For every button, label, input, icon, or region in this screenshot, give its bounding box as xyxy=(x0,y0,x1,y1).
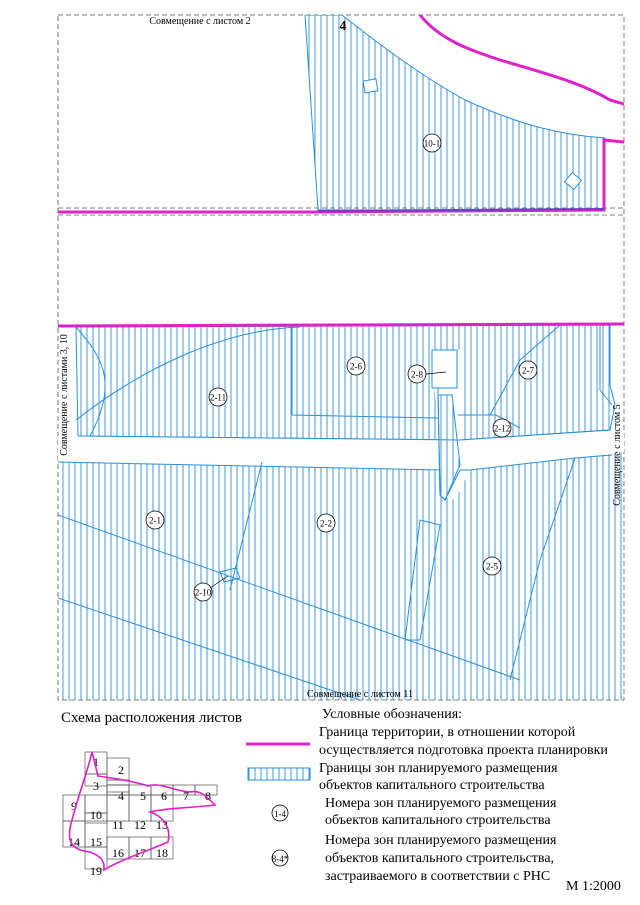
scheme-sheet-1: 1 xyxy=(93,755,99,769)
scheme-cell xyxy=(194,784,218,796)
match-label-top: Совмещение с листом 2 xyxy=(149,16,250,27)
svg-text:10-1: 10-1 xyxy=(424,139,441,149)
scheme-sheet-10: 10 xyxy=(90,808,102,822)
legend-boundary-text-2: осуществляется подготовка проекта планир… xyxy=(319,743,608,758)
scheme-sheet-15: 15 xyxy=(90,835,102,849)
zone-10-1-area xyxy=(304,15,606,211)
scheme-title: Схема расположения листов xyxy=(61,710,242,726)
legend-title: Условные обозначения: xyxy=(322,707,463,722)
zone-label-2-12: 2-12 xyxy=(492,418,512,438)
svg-text:8-4*: 8-4* xyxy=(272,854,289,864)
scheme-sheet-8: 8 xyxy=(205,789,211,803)
scheme-sheet-6: 6 xyxy=(161,789,167,803)
scheme-cell xyxy=(84,812,108,824)
scheme-cell xyxy=(150,836,174,860)
svg-text:2-5: 2-5 xyxy=(486,562,498,572)
legend-circle-symbol: 1-4 xyxy=(271,804,289,822)
zone-label-2-6: 2-6 xyxy=(346,356,366,376)
legend-circle-symbol-rns: 8-4* xyxy=(271,849,289,867)
zone-label-10-1: 10-1 xyxy=(422,133,442,153)
svg-text:2-1: 2-1 xyxy=(149,516,161,526)
scheme-sheet-3: 3 xyxy=(93,779,99,793)
building-square xyxy=(563,171,583,191)
match-label-left: Совмещение с листами 3, 10 xyxy=(59,334,70,456)
scheme-sheet-12: 12 xyxy=(134,818,146,832)
scheme-cell xyxy=(84,846,108,870)
zone-area-upper xyxy=(75,324,616,441)
legend-boundary-text-1: Граница территории, в отношении которой xyxy=(319,725,576,740)
zone-boundaries xyxy=(58,324,613,700)
scheme-sheet-14: 14 xyxy=(68,835,80,849)
scheme-sheet-19: 19 xyxy=(90,864,102,878)
svg-text:2-10: 2-10 xyxy=(195,588,212,598)
legend-numbers-text-2: объектов капитального строительства xyxy=(325,813,551,828)
zone-area-lower xyxy=(58,452,624,700)
scheme-sheet-7: 7 xyxy=(183,789,189,803)
zone-label-2-11: 2-11 xyxy=(208,387,228,407)
svg-text:2-11: 2-11 xyxy=(210,393,226,403)
zone-label-2-2: 2-2 xyxy=(316,513,336,533)
legend-zone-text-1: Границы зон планируемого размещения xyxy=(319,761,558,776)
zone-label-2-1: 2-1 xyxy=(145,510,165,530)
svg-text:2-6: 2-6 xyxy=(350,362,362,372)
scheme-sheet-18: 18 xyxy=(156,846,168,860)
legend-zone-text-2: объектов капитального строительства xyxy=(319,778,545,793)
zone-label-2-5: 2-5 xyxy=(482,556,502,576)
legend-numbers-text-1: Номера зон планируемого размещения xyxy=(325,796,557,811)
scheme-sheet-4: 4 xyxy=(118,789,124,803)
zone-label-2-8: 2-8 xyxy=(407,364,427,384)
scheme-sheet-16: 16 xyxy=(112,846,124,860)
zone-label-2-10: 2-10 xyxy=(193,582,213,602)
scheme-sheet-11: 11 xyxy=(112,818,124,832)
svg-text:2-8: 2-8 xyxy=(411,370,423,380)
svg-text:1-4: 1-4 xyxy=(274,809,286,819)
legend-rns-text-3: застраиваемого в соответствии с РНС xyxy=(325,869,551,884)
legend-rns-text-2: объектов капитального строительства, xyxy=(325,851,555,866)
scheme-current-sheet xyxy=(106,784,130,796)
scheme-sheet-9: 9 xyxy=(71,799,77,813)
legend-zone-hatch-symbol xyxy=(247,767,311,781)
legend-rns-text-1: Номера зон планируемого размещения xyxy=(325,833,557,848)
scale-label: М 1:2000 xyxy=(566,879,621,894)
sheet-number: 4 xyxy=(340,19,347,34)
match-label-bottom: Совмещение с листом 11 xyxy=(307,689,413,700)
building-square xyxy=(362,78,379,94)
zone-labels: 10-1 2-6 2-8 2-7 2-11 2-12 2-1 2-2 2-5 2-10 xyxy=(145,133,538,602)
road-band xyxy=(58,430,624,470)
match-label-right: Совмещение с листом 5 xyxy=(612,404,623,505)
scheme-sheet-2: 2 xyxy=(118,763,124,777)
svg-text:2-12: 2-12 xyxy=(494,424,511,434)
svg-text:2-2: 2-2 xyxy=(320,519,332,529)
zone-label-2-7: 2-7 xyxy=(518,360,538,380)
scheme-sheet-5: 5 xyxy=(140,789,146,803)
scheme-territory-outline xyxy=(68,751,217,872)
svg-text:2-7: 2-7 xyxy=(522,366,534,376)
